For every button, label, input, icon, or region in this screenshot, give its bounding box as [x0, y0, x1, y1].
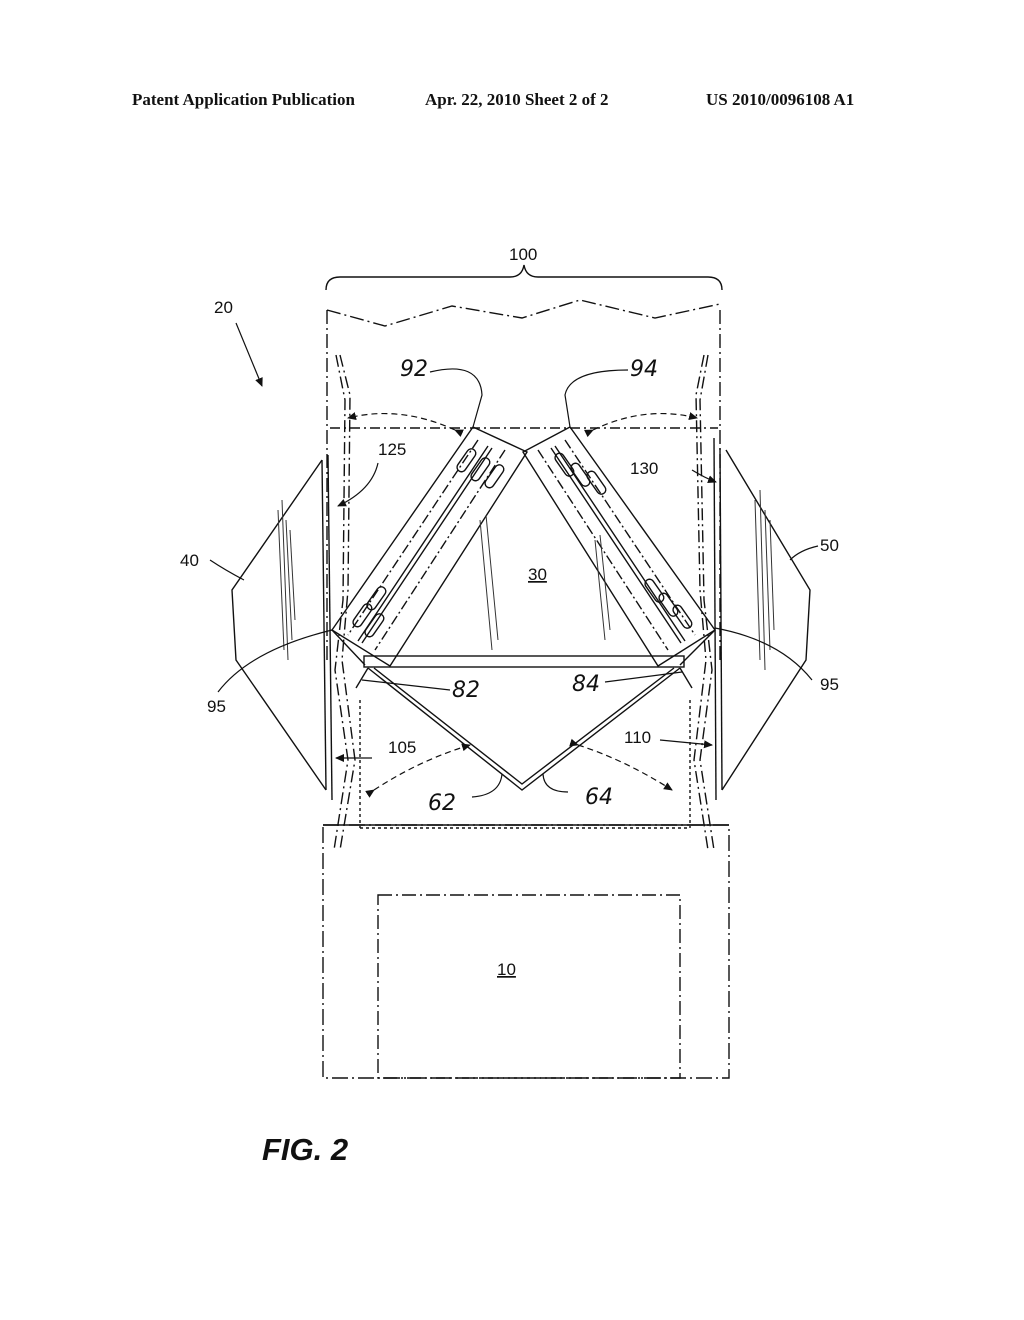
vane-right	[522, 426, 717, 667]
label-82: 82	[452, 678, 480, 703]
right-side-flow-line	[693, 354, 709, 851]
leader-110	[659, 739, 713, 749]
unit-10	[377, 894, 681, 1079]
figure-caption: FIG. 2	[262, 1132, 349, 1167]
cross-bar	[363, 655, 685, 668]
header-patent-number: US 2010/0096108 A1	[706, 90, 855, 109]
bracket-100	[325, 264, 723, 291]
left-side-flow-line	[339, 354, 356, 851]
leader-20	[235, 322, 263, 387]
leader-125	[337, 462, 379, 507]
leader-40	[209, 559, 245, 581]
label-105: 105	[388, 738, 416, 757]
arrow-right-lower	[569, 738, 673, 791]
leader-92	[429, 368, 483, 428]
vane-left	[331, 426, 529, 667]
deflector-50	[721, 449, 811, 791]
leader-82	[361, 679, 451, 691]
leader-95-right	[714, 627, 813, 681]
label-20: 20	[214, 298, 233, 317]
label-125: 125	[378, 440, 406, 459]
arrow-left-upper	[347, 412, 464, 437]
shading	[277, 489, 775, 671]
deflector-40-plate	[321, 459, 327, 791]
header-date-sheet: Apr. 22, 2010 Sheet 2 of 2	[425, 90, 609, 109]
base-housing	[322, 824, 730, 1079]
leader-130	[691, 469, 717, 484]
arrow-right-upper	[584, 412, 698, 438]
label-40: 40	[180, 551, 199, 570]
label-30: 30	[528, 565, 547, 584]
vane-62-64	[367, 667, 681, 791]
header-publication: Patent Application Publication	[132, 90, 355, 109]
leader-50	[789, 545, 819, 561]
leader-64	[542, 773, 569, 793]
leader-84	[604, 671, 683, 683]
vane-left-slots	[352, 448, 505, 638]
label-50: 50	[820, 536, 839, 555]
label-110: 110	[624, 728, 651, 747]
leader-62	[471, 773, 503, 798]
deflector-50-plate	[719, 447, 723, 791]
label-95-right: 95	[820, 675, 839, 694]
label-64: 64	[585, 785, 613, 810]
label-10: 10	[497, 960, 516, 979]
lower-chamber	[359, 700, 691, 829]
label-95-left: 95	[207, 697, 226, 716]
label-92: 92	[400, 357, 428, 382]
label-100: 100	[509, 245, 537, 264]
label-84: 84	[572, 672, 600, 697]
leader-94	[564, 369, 629, 428]
label-130: 130	[630, 459, 658, 478]
leader-95-left	[217, 629, 333, 693]
vane-right-slots	[554, 452, 693, 629]
deflector-40	[231, 459, 327, 791]
label-94: 94	[630, 357, 658, 382]
arrow-left-lower	[365, 743, 471, 798]
label-62: 62	[428, 791, 456, 816]
